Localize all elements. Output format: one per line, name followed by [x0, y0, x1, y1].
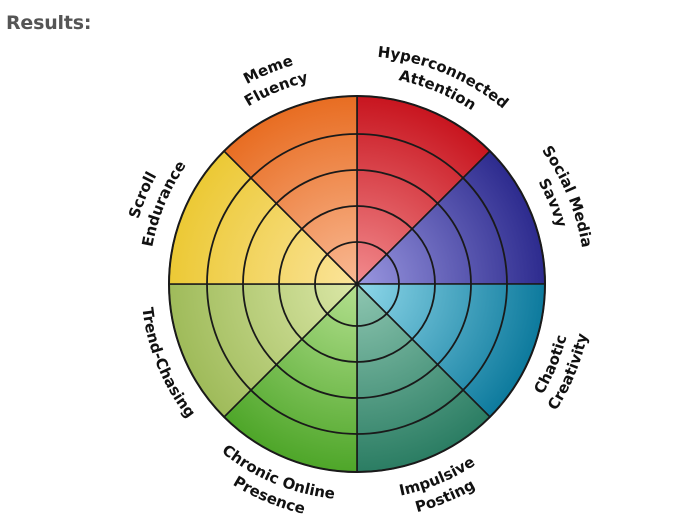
ring-1	[314, 241, 400, 327]
ring-3	[242, 169, 472, 399]
results-heading: Results:	[6, 12, 92, 34]
ring-4	[206, 133, 508, 435]
ring-2	[278, 205, 436, 363]
ring-grid	[168, 95, 546, 473]
ring-5	[168, 95, 546, 473]
segment-layer	[168, 95, 546, 473]
